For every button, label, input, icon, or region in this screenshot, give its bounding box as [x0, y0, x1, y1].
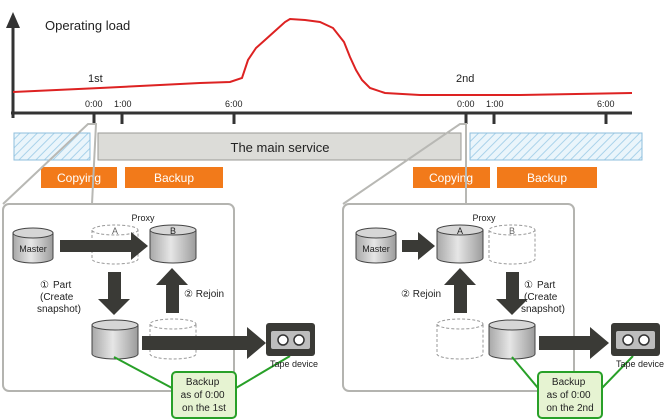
arrow-rejoin-up: [444, 268, 476, 313]
hatched-period-2: [469, 132, 643, 161]
tape-device-icon: [266, 323, 315, 356]
step2-rejoin: ② Rejoin: [401, 289, 441, 300]
backup-note: Backup as of 0:00 on the 2nd: [546, 377, 593, 414]
master-label: Master: [362, 244, 390, 254]
zoom-callouts: [2, 123, 467, 205]
y-axis-arrowhead: [6, 12, 20, 28]
arrow-master-to-proxy: [402, 232, 435, 260]
master-disk: [12, 227, 54, 264]
tick-label: 6:00: [597, 99, 615, 109]
tick-label: 1:00: [114, 99, 132, 109]
backup-label-2: Backup: [527, 171, 567, 185]
tick-label: 0:00: [457, 99, 475, 109]
master-label: Master: [19, 244, 47, 254]
note-connector-right: [235, 355, 291, 389]
tick-label: 0:00: [85, 99, 103, 109]
copying-badge-1: [41, 167, 117, 188]
note-connector-right: [601, 355, 634, 389]
main-service-label: The main service: [231, 140, 330, 155]
step2-rejoin: ② Rejoin: [184, 289, 224, 300]
backup-badge-1: [125, 167, 223, 188]
step1-part: ① Part (Create snapshot): [521, 280, 565, 315]
step1-part: ① Part (Create snapshot): [37, 280, 81, 315]
load-curve: [12, 17, 633, 96]
backup-badge-2: [497, 167, 597, 188]
hatched-period-1: [13, 132, 91, 161]
ticks: [92, 113, 608, 124]
proxy-label: Proxy: [131, 213, 155, 223]
panel-right: Proxy Master A B ② Rejoin ① Part (Create…: [342, 203, 664, 419]
disk-a-label: A: [457, 226, 463, 236]
note-connector: [113, 356, 173, 389]
proxy-label: Proxy: [472, 213, 496, 223]
panel-left: Proxy Master A B ① Part (Create snap: [2, 203, 318, 419]
day2-label: 2nd: [456, 73, 474, 85]
disk-b-label: B: [170, 226, 176, 236]
tape-device-label: Tape device: [270, 359, 318, 369]
snapshot-disk: [91, 319, 139, 360]
copying-badge-2: [413, 167, 490, 188]
tick-label: 6:00: [225, 99, 243, 109]
arrow-to-tape: [539, 327, 609, 359]
master-disk: [355, 227, 397, 264]
copying-label-2: Copying: [429, 171, 473, 185]
arrow-to-tape: [142, 327, 266, 359]
backup-note: Backup as of 0:00 on the 1st: [181, 377, 228, 414]
note-connector: [511, 356, 539, 389]
snapshot-disk: [488, 319, 536, 360]
main-service-bar: [97, 132, 462, 161]
backup-label-1: Backup: [154, 171, 194, 185]
copying-label-1: Copying: [57, 171, 101, 185]
disk-b-dashed: [488, 224, 536, 265]
disk-a-label: A: [112, 226, 118, 236]
tape-device-label: Tape device: [616, 359, 664, 369]
chart-ylabel: Operating load: [45, 18, 130, 33]
timeline: The main service Copying Backup Copying …: [13, 132, 643, 188]
disk-a: [436, 224, 484, 264]
disk-dashed-lower: [436, 318, 484, 360]
tape-device-icon: [611, 323, 660, 356]
day1-label: 1st: [88, 73, 103, 85]
disk-b-label: B: [509, 226, 515, 236]
backup-note-box: [171, 371, 237, 419]
disk-b: [149, 224, 197, 264]
load-chart: Operating load 1st 2nd 0:00 1:00 6:00 0:…: [6, 12, 633, 124]
arrow-part-down: [496, 272, 528, 315]
disk-a-dashed: [91, 224, 139, 265]
arrow-rejoin-up: [156, 268, 188, 313]
arrow-master-to-proxy: [60, 232, 148, 260]
backup-note-box: [537, 371, 603, 419]
tick-label: 1:00: [486, 99, 504, 109]
arrow-part-down: [98, 272, 130, 315]
